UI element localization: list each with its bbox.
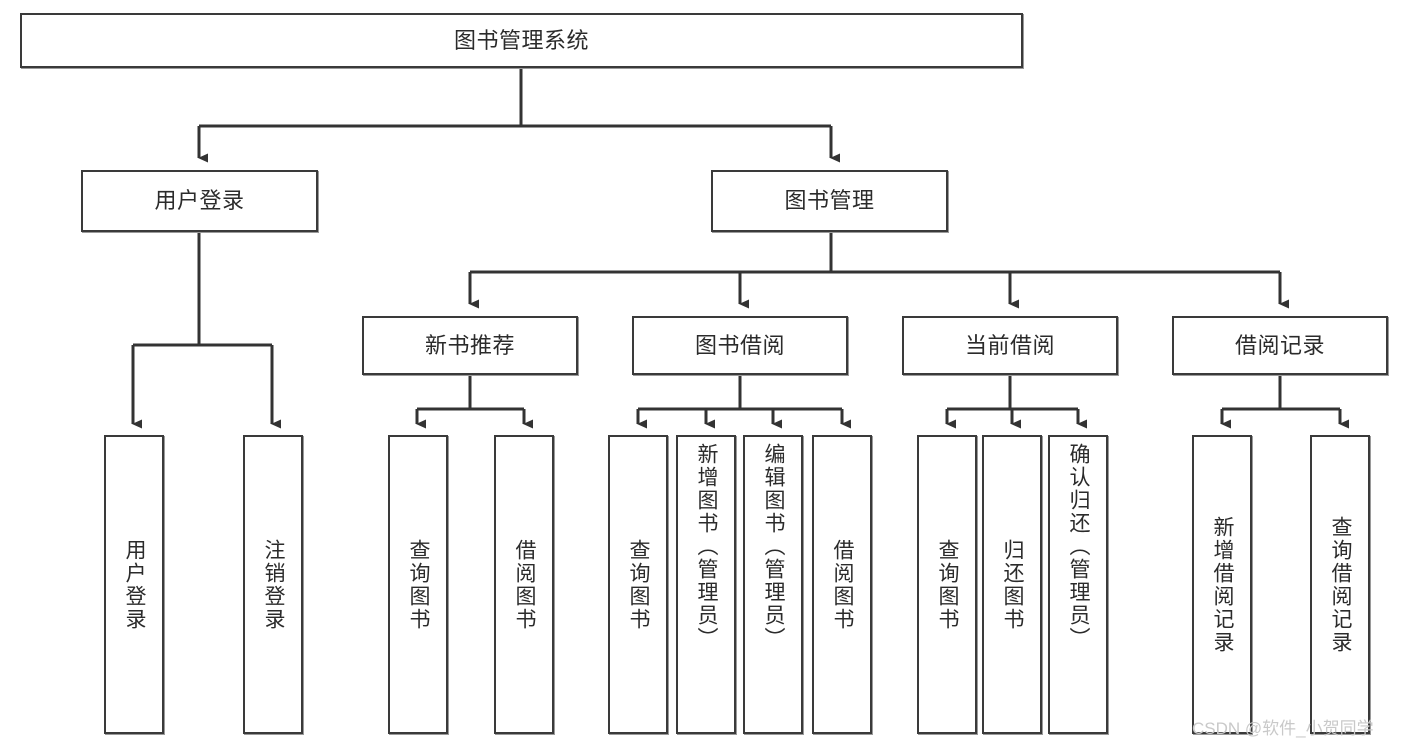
leaf-user-login-signout[interactable]: 注销登录	[243, 435, 303, 734]
node-root-book-management-system[interactable]: 图书管理系统	[20, 13, 1023, 68]
node-label: 用户登录	[154, 188, 245, 213]
node-label: 图书借阅	[694, 332, 785, 358]
node-label: 查询图书	[936, 538, 959, 631]
node-label: 新书推荐	[424, 332, 515, 358]
node-user-login[interactable]: 用户登录	[81, 170, 318, 232]
leaf-records-query-record[interactable]: 查询借阅记录	[1310, 435, 1370, 734]
leaf-current-query-book[interactable]: 查询图书	[917, 435, 977, 734]
node-borrow-records[interactable]: 借阅记录	[1172, 316, 1388, 375]
node-current-borrow[interactable]: 当前借阅	[902, 316, 1118, 375]
node-label: 查询图书	[627, 538, 650, 631]
node-label: 图书管理系统	[453, 27, 589, 53]
node-label: 借阅图书	[831, 538, 854, 631]
node-label: 新增图书（管理员）	[695, 443, 718, 650]
node-label: 当前借阅	[964, 332, 1055, 358]
leaf-current-return-book[interactable]: 归还图书	[982, 435, 1042, 734]
node-label: 注销登录	[262, 538, 285, 631]
node-label: 归还图书	[1001, 538, 1024, 631]
node-label: 用户登录	[123, 538, 146, 631]
node-label: 新增借阅记录	[1211, 515, 1234, 654]
node-new-book-recommend[interactable]: 新书推荐	[362, 316, 578, 375]
leaf-user-login-signin[interactable]: 用户登录	[104, 435, 164, 734]
node-label: 借阅图书	[513, 538, 536, 631]
leaf-recommend-query-book[interactable]: 查询图书	[388, 435, 448, 734]
node-label: 图书管理	[784, 188, 875, 213]
node-label: 查询图书	[407, 538, 430, 631]
leaf-borrow-query-book[interactable]: 查询图书	[608, 435, 668, 734]
leaf-borrow-add-book-admin[interactable]: 新增图书（管理员）	[676, 435, 736, 734]
leaf-borrow-borrow-book[interactable]: 借阅图书	[812, 435, 872, 734]
leaf-records-add-record[interactable]: 新增借阅记录	[1192, 435, 1252, 734]
leaf-recommend-borrow-book[interactable]: 借阅图书	[494, 435, 554, 734]
leaf-borrow-edit-book-admin[interactable]: 编辑图书（管理员）	[743, 435, 803, 734]
leaf-current-confirm-return-admin[interactable]: 确认归还（管理员）	[1048, 435, 1108, 734]
node-book-borrow[interactable]: 图书借阅	[632, 316, 848, 375]
node-book-management[interactable]: 图书管理	[711, 170, 948, 232]
node-label: 确认归还（管理员）	[1067, 443, 1090, 650]
node-label: 查询借阅记录	[1329, 515, 1352, 654]
node-label: 编辑图书（管理员）	[762, 443, 785, 650]
node-label: 借阅记录	[1234, 332, 1325, 358]
